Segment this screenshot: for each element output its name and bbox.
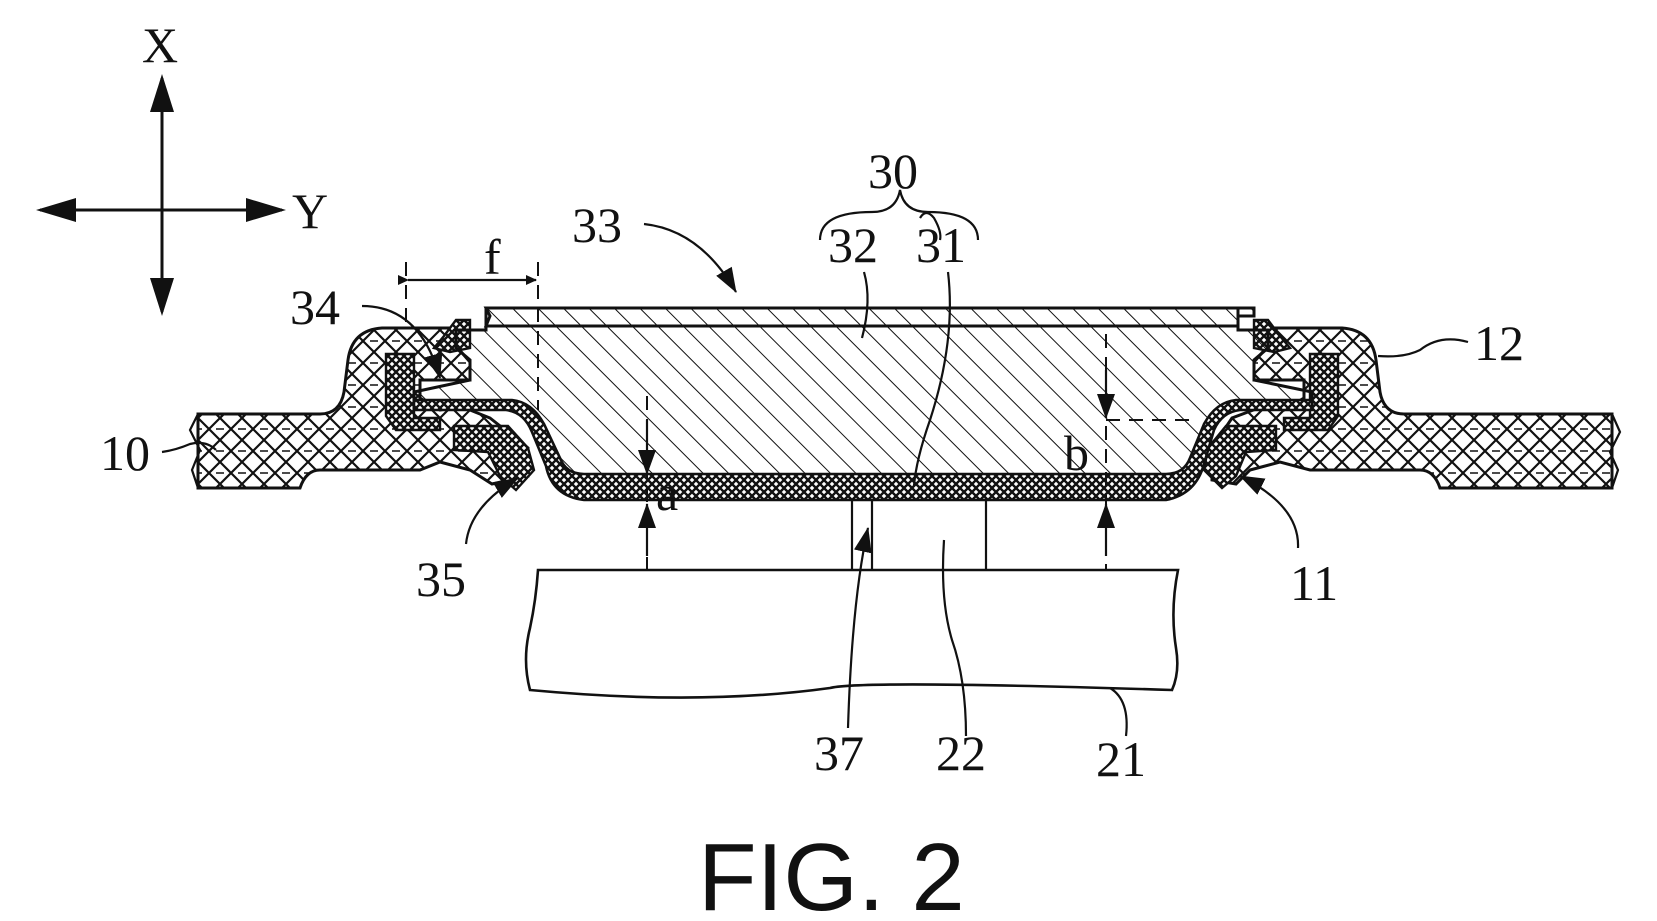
label-30: 30 (868, 143, 918, 199)
axis-label-y: Y (292, 183, 328, 239)
label-34: 34 (290, 279, 340, 335)
label-22: 22 (936, 725, 986, 781)
figure-title: FIG. 2 (698, 824, 965, 921)
axis-label-x: X (142, 17, 178, 73)
label-35: 35 (416, 551, 466, 607)
label-21: 21 (1096, 731, 1146, 787)
element-22-outline (852, 500, 986, 570)
body-21-outline (526, 570, 1178, 698)
leader-21 (1110, 688, 1127, 736)
label-32: 32 (828, 217, 878, 273)
leader-35 (466, 478, 518, 544)
label-12: 12 (1474, 315, 1524, 371)
label-10: 10 (100, 425, 150, 481)
x-axis-arrow-up (150, 74, 174, 112)
label-31: 31 (916, 217, 966, 273)
label-33: 33 (572, 197, 622, 253)
label-37: 37 (814, 725, 864, 781)
leader-11 (1240, 476, 1298, 548)
y-axis-arrow-left (36, 198, 76, 222)
label-11: 11 (1290, 555, 1338, 611)
leader-12 (1378, 339, 1468, 356)
dim-label-b: b (1064, 425, 1089, 481)
leader-33 (644, 224, 736, 292)
y-axis-arrow-right (246, 198, 286, 222)
dim-label-a: a (656, 465, 678, 521)
coordinate-axes: X Y (36, 17, 328, 316)
x-axis-arrow-down (150, 278, 174, 316)
lower-body (526, 500, 1178, 698)
dim-label-f: f (484, 229, 501, 285)
